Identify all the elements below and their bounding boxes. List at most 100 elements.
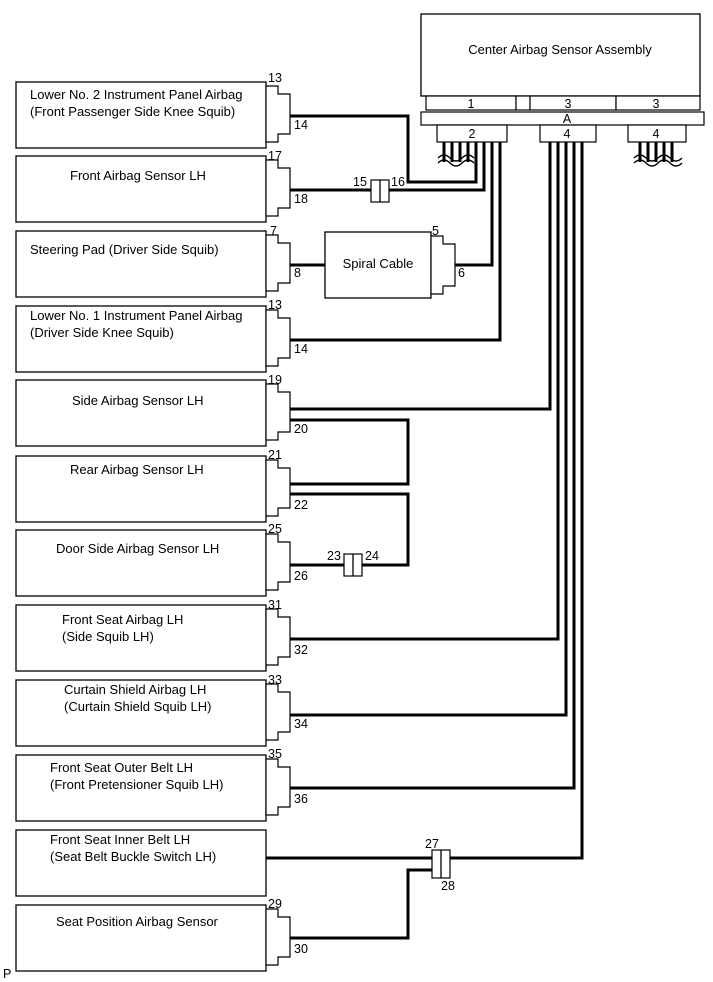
component-front-seat-inner-belt-lh: Front Seat Inner Belt LH (Seat Belt Buck…	[15, 829, 267, 897]
pin-top: 17	[268, 149, 282, 163]
pin-bottom: 8	[294, 266, 301, 280]
component-connector	[265, 758, 291, 816]
wire-side-sensor-to-c4	[290, 142, 552, 411]
component-curtain-shield-airbag-lh: Curtain Shield Airbag LH (Curtain Shield…	[15, 673, 308, 747]
pin-top: 7	[270, 224, 277, 238]
component-lower-no2-instrument-panel-airbag: Lower No. 2 Instrument Panel Airbag (Fro…	[15, 71, 308, 149]
junction-24-label: 24	[365, 549, 379, 563]
component-connector	[265, 908, 291, 966]
component-label-line1: Front Seat Inner Belt LH	[50, 832, 190, 847]
wire-front-seat-airbag-to-c4	[290, 142, 560, 641]
center-airbag-sensor-assembly: Center Airbag Sensor Assembly 1 3 3 A 2 …	[420, 13, 705, 167]
component-label-line2: (Curtain Shield Squib LH)	[64, 699, 211, 714]
spiral-cable: Spiral Cable 5 6	[324, 224, 465, 299]
pin-bottom: 22	[294, 498, 308, 512]
component-label-line1: Lower No. 1 Instrument Panel Airbag	[30, 308, 242, 323]
pin-bottom: 26	[294, 569, 308, 583]
center-connector-3b	[615, 95, 701, 111]
component-label-line1: Front Seat Outer Belt LH	[50, 760, 193, 775]
pin-top: 19	[268, 373, 282, 387]
spiral-pin-top: 5	[432, 224, 439, 238]
pin-bottom: 18	[294, 192, 308, 206]
wire-curtain-to-c4	[290, 142, 568, 717]
junction-23-label: 23	[327, 549, 341, 563]
component-label-line2: (Front Pretensioner Squib LH)	[50, 777, 223, 792]
pin-bottom: 30	[294, 942, 308, 956]
pin-bottom: 14	[294, 342, 308, 356]
pin-top: 31	[268, 598, 282, 612]
component-label-line1: Side Airbag Sensor LH	[72, 393, 204, 408]
pin-top: 13	[268, 298, 282, 312]
component-steering-pad: Steering Pad (Driver Side Squib) 7 8	[15, 224, 301, 298]
connector-2-stub-wires	[437, 142, 475, 167]
center-connector-3a	[529, 95, 617, 111]
component-label-line1: Rear Airbag Sensor LH	[70, 462, 204, 477]
component-label-line1: Front Seat Airbag LH	[62, 612, 183, 627]
junction-15-label: 15	[353, 175, 367, 189]
pin-top: 21	[268, 448, 282, 462]
center-connector-1-label: 1	[468, 97, 475, 111]
component-label-line1: Curtain Shield Airbag LH	[64, 682, 206, 697]
wire-lower-no1-to-c2	[290, 142, 502, 342]
junction-27-28: 27 28	[425, 837, 455, 893]
wire-spiral-to-c2	[455, 142, 494, 267]
component-lower-no1-instrument-panel-airbag: Lower No. 1 Instrument Panel Airbag (Dri…	[15, 298, 308, 373]
center-connector-3a-label: 3	[565, 97, 572, 111]
wire-rear-to-door-loop	[290, 492, 410, 567]
component-connector	[265, 683, 291, 741]
center-connector-3b-label: 3	[653, 97, 660, 111]
component-connector	[265, 309, 291, 367]
junction-27-label: 27	[425, 837, 439, 851]
pin-bottom: 34	[294, 717, 308, 731]
pin-bottom: 14	[294, 118, 308, 132]
junction-28-label: 28	[441, 879, 455, 893]
center-assembly-title: Center Airbag Sensor Assembly	[468, 42, 652, 57]
component-front-airbag-sensor-lh: Front Airbag Sensor LH 17 18	[15, 149, 308, 223]
component-front-seat-outer-belt-lh: Front Seat Outer Belt LH (Front Pretensi…	[15, 747, 308, 822]
corner-mark: P	[3, 967, 11, 981]
spiral-pin-bottom: 6	[458, 266, 465, 280]
component-seat-position-airbag-sensor: Seat Position Airbag Sensor 29 30	[15, 897, 308, 972]
component-connector	[265, 159, 291, 217]
pin-bottom: 20	[294, 422, 308, 436]
component-connector	[265, 608, 291, 666]
component-front-seat-airbag-lh: Front Seat Airbag LH (Side Squib LH) 31 …	[15, 598, 308, 672]
junction-16-label: 16	[391, 175, 405, 189]
component-connector	[265, 383, 291, 441]
pin-top: 13	[268, 71, 282, 85]
component-label-line1: Lower No. 2 Instrument Panel Airbag	[30, 87, 242, 102]
spiral-cable-label: Spiral Cable	[343, 256, 414, 271]
component-label-line2: (Driver Side Knee Squib)	[30, 325, 174, 340]
pin-bottom: 32	[294, 643, 308, 657]
component-label-line1: Steering Pad (Driver Side Squib)	[30, 242, 219, 257]
component-label-line1: Seat Position Airbag Sensor	[56, 914, 219, 929]
component-label-line1: Door Side Airbag Sensor LH	[56, 541, 219, 556]
spiral-cable-connector	[430, 235, 456, 295]
wiring	[266, 114, 584, 940]
center-connector-2	[436, 124, 508, 143]
wire-seat-position-to-junction	[290, 868, 432, 940]
center-connector-4b-label: 4	[653, 127, 660, 141]
component-rear-airbag-sensor-lh: Rear Airbag Sensor LH 21 22	[15, 448, 308, 523]
component-door-side-airbag-sensor-lh: Door Side Airbag Sensor LH 25 26	[15, 522, 308, 597]
pin-top: 33	[268, 673, 282, 687]
center-connector-gap	[515, 95, 531, 111]
center-connector-a-label: A	[563, 112, 572, 126]
pin-bottom: 36	[294, 792, 308, 806]
wire-inner-belt-to-c4	[266, 142, 584, 860]
center-connector-2-label: 2	[469, 127, 476, 141]
connector-4b-stub-wires	[633, 142, 683, 167]
component-label-line2: (Side Squib LH)	[62, 629, 154, 644]
component-label-line2: (Front Passenger Side Knee Squib)	[30, 104, 235, 119]
pin-top: 29	[268, 897, 282, 911]
wire-lower-no2-to-c2	[290, 114, 478, 184]
component-side-airbag-sensor-lh: Side Airbag Sensor LH 19 20	[15, 373, 308, 447]
component-connector	[265, 533, 291, 591]
center-connector-4a-label: 4	[564, 127, 571, 141]
pin-top: 35	[268, 747, 282, 761]
component-label-line1: Front Airbag Sensor LH	[70, 168, 206, 183]
wire-front-sensor-to-c2	[290, 142, 486, 192]
component-connector	[265, 459, 291, 517]
pin-top: 25	[268, 522, 282, 536]
